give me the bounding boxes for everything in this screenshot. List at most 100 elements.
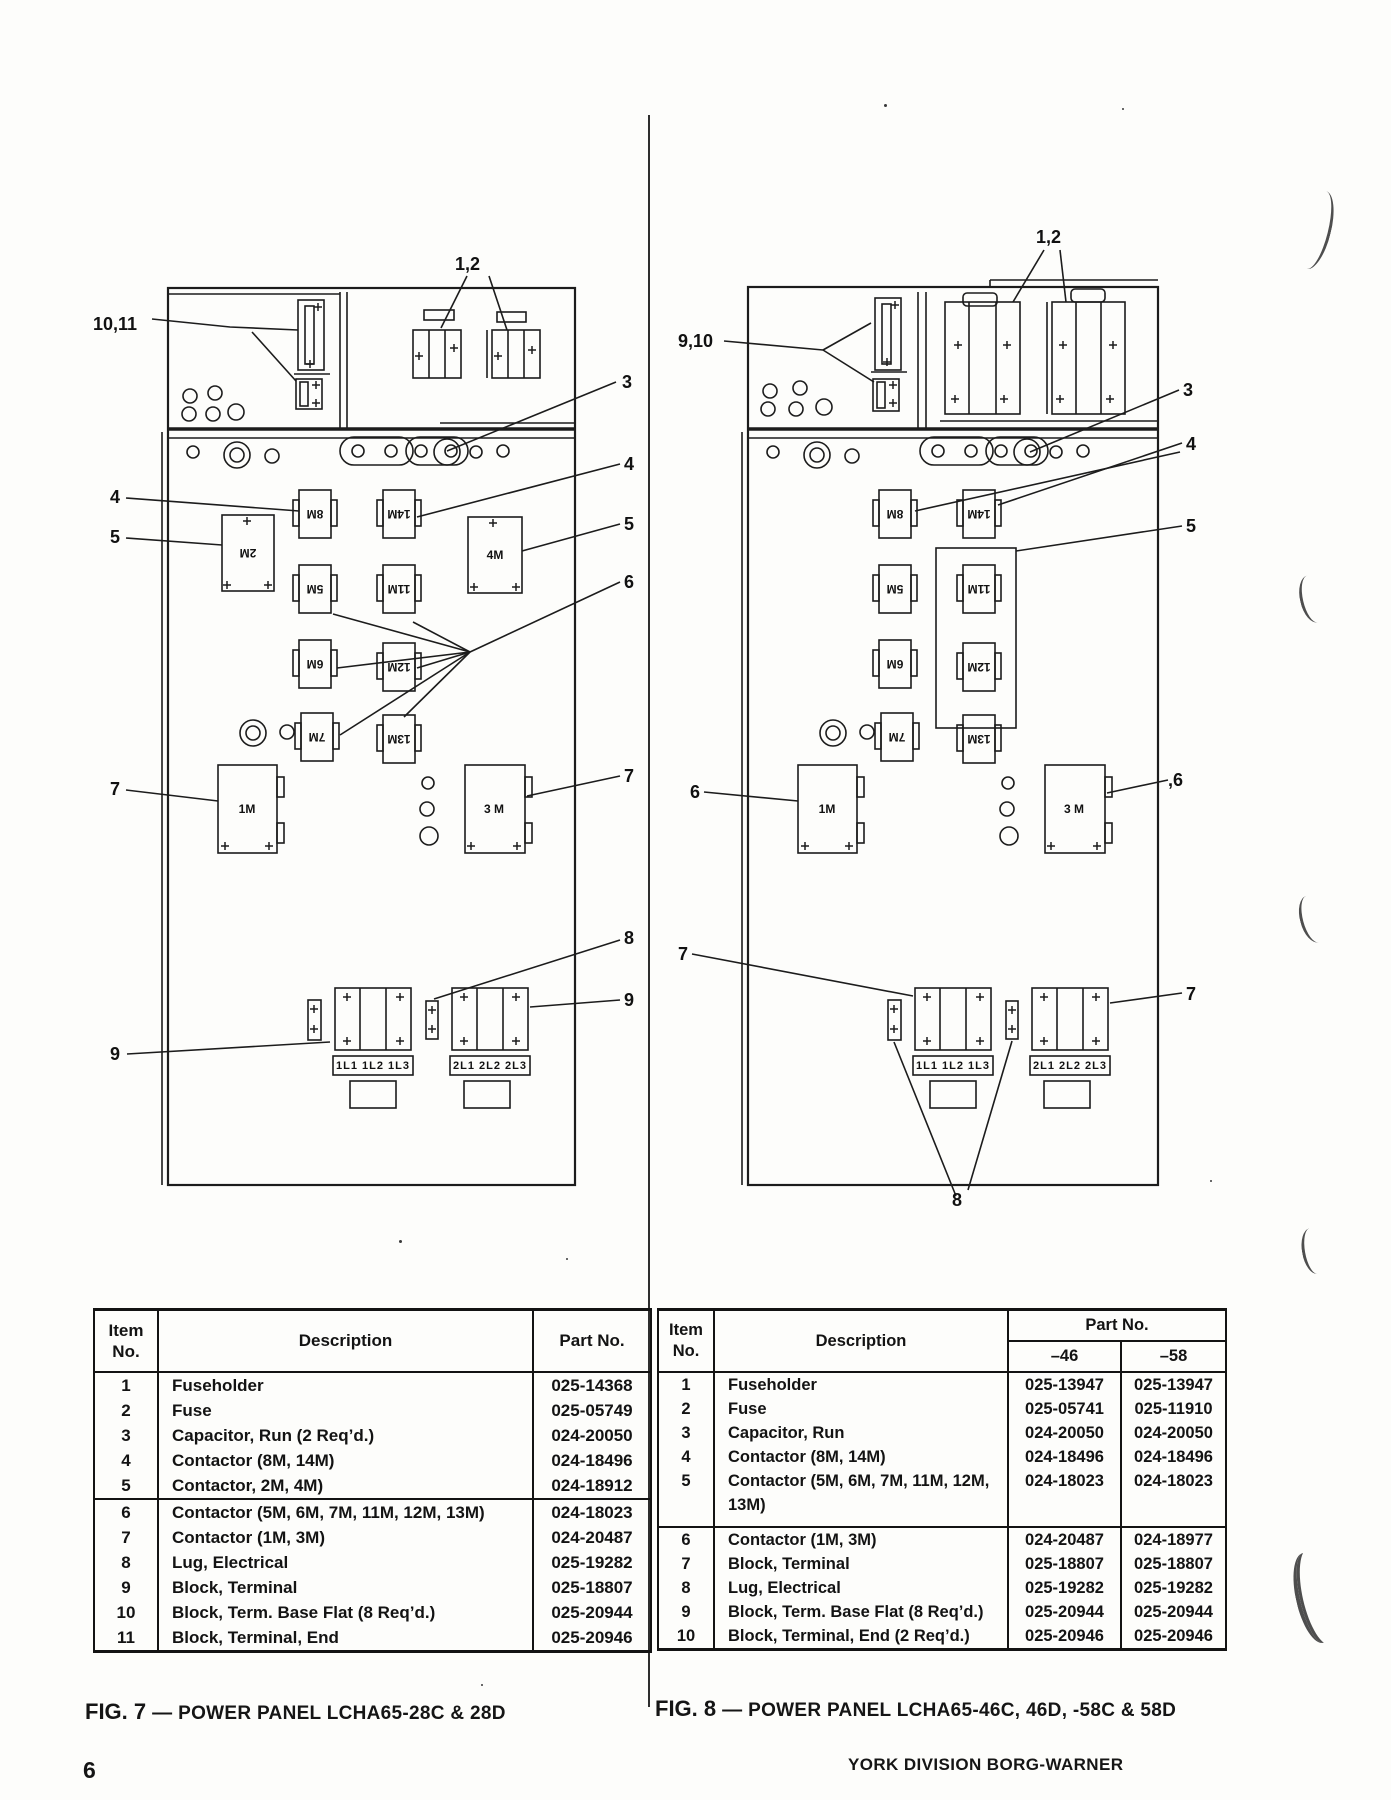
cell-part-no: 025-14368 xyxy=(551,1376,633,1395)
contactor-label: 13M xyxy=(967,732,990,746)
contactor-label: 5M xyxy=(887,582,904,596)
binder-mark xyxy=(1292,187,1341,273)
fig7-contactor-14m: 14M xyxy=(376,489,422,539)
callout-9-10: 9,10 xyxy=(678,331,713,351)
contactor-label: 7M xyxy=(889,730,906,744)
table-row: 6 Contactor (1M, 3M) 024-20487 024-18977 xyxy=(658,1526,1227,1552)
fig7-contactor-5m: 5M xyxy=(292,564,338,614)
table-row: 1 Fuseholder 025-14368 xyxy=(94,1372,651,1398)
cell-item-no: 1 xyxy=(658,1372,715,1397)
fig8-contactor-7m: 7M xyxy=(874,712,920,762)
fig8-caption-title: POWER PANEL LCHA65-46C, 46D, -58C & 58D xyxy=(748,1700,1177,1721)
fig8-caption-label: FIG. 8 xyxy=(655,1696,717,1721)
table-row: 3 Capacitor, Run (2 Req’d.) 024-20050 xyxy=(94,1423,651,1448)
fig8-contactor-3m: 3 M xyxy=(1044,764,1113,854)
cell-item-no: 10 xyxy=(94,1600,159,1625)
callout-4: 4 xyxy=(110,487,120,507)
fig8-lug-1 xyxy=(887,999,902,1041)
table-row: 3 Capacitor, Run 024-20050 024-20050 xyxy=(658,1421,1226,1445)
fig7-terminal-block-2: 2L1 2L2 2L3 xyxy=(449,987,531,1109)
fig8-lug-2 xyxy=(1005,1000,1019,1040)
header-item-line2: No. xyxy=(112,1342,140,1361)
fig8-fuse-blocks xyxy=(944,288,1126,415)
cell-part-no-46: 024-20487 xyxy=(1008,1526,1122,1552)
cell-item-no: 2 xyxy=(94,1398,159,1423)
cell-description: Block, Terminal xyxy=(158,1575,534,1600)
table-row: 8 Lug, Electrical 025-19282 xyxy=(94,1550,651,1575)
cell-part-no-58: 024-18023 xyxy=(1134,1472,1213,1490)
fig8-contactor-group-box xyxy=(935,547,1017,729)
contactor-label: 12M xyxy=(387,660,410,674)
contactor-label: 8M xyxy=(887,507,904,521)
fig7-contactor-2m: 2M xyxy=(221,514,275,592)
contactor-label: 1M xyxy=(239,802,256,816)
fig7-parts-table: Item No. Description Part No. 1 Fusehold… xyxy=(93,1308,652,1653)
scan-speck xyxy=(566,1258,568,1260)
cell-description: Fuseholder xyxy=(714,1372,1009,1397)
fig8-diagram: 8M 14M 5M 11M 6M 12M 7M 13M 1M 3 M xyxy=(678,227,1196,1210)
contactor-label: 6M xyxy=(307,657,324,671)
cell-part-no-46: 025-13947 xyxy=(1008,1372,1122,1397)
binder-mark xyxy=(1294,572,1331,626)
callout-9: 9 xyxy=(624,990,634,1010)
table-row: 10 Block, Terminal, End (2 Req’d.) 025-2… xyxy=(658,1624,1226,1650)
terminal-label: 1L1 1L2 1L3 xyxy=(336,1060,410,1072)
cell-part-no-58: 024-18496 xyxy=(1134,1448,1213,1466)
table-row: 6 Contactor (5M, 6M, 7M, 11M, 12M, 13M) … xyxy=(94,1498,651,1525)
callout-8: 8 xyxy=(952,1190,962,1210)
cell-description: Contactor (1M, 3M) xyxy=(714,1526,1009,1552)
cell-description: Fuseholder xyxy=(158,1372,534,1398)
column-header-46: –46 xyxy=(1008,1341,1122,1373)
table-row: 8 Lug, Electrical 025-19282 025-19282 xyxy=(658,1576,1226,1600)
header-item-line2: No. xyxy=(672,1342,700,1360)
cell-part-no-46: 024-18023 xyxy=(1008,1469,1122,1527)
cell-part-no: 025-05749 xyxy=(551,1401,633,1420)
cell-part-no-46: 025-20946 xyxy=(1008,1624,1122,1650)
fig8-panel-holes xyxy=(766,438,1090,747)
header-item-line1: Item xyxy=(108,1320,144,1340)
fig8-run-capacitors xyxy=(919,436,1049,466)
table-row: 5 Contactor (5M, 6M, 7M, 11M, 12M, 13M) … xyxy=(658,1469,1226,1527)
contactor-label: 3 M xyxy=(484,802,504,816)
cell-item-no: 8 xyxy=(658,1576,715,1600)
cell-item-no: 3 xyxy=(658,1421,715,1445)
cell-description: Contactor (8M, 14M) xyxy=(714,1445,1009,1469)
cell-item-no: 6 xyxy=(658,1526,715,1552)
callout-3: 3 xyxy=(622,372,632,392)
table-row: 5 Contactor, 2M, 4M) 024-18912 xyxy=(94,1473,651,1499)
cell-description: Block, Terminal xyxy=(714,1552,1009,1576)
fig8-contactor-11m: 11M xyxy=(956,564,1002,614)
scan-speck xyxy=(481,1684,483,1686)
cell-part-no: 024-20487 xyxy=(551,1528,633,1547)
callout-10-11: 10,11 xyxy=(93,314,137,334)
callout-6: 6 xyxy=(690,782,700,802)
column-header-item: Item No. xyxy=(94,1309,159,1373)
contactor-label: 11M xyxy=(968,582,991,596)
cell-part-no: 025-20944 xyxy=(551,1603,633,1622)
cell-part-no-46: 025-05741 xyxy=(1008,1397,1122,1421)
cell-part-no-58: 025-20944 xyxy=(1134,1603,1213,1621)
cell-part-no-58: 025-18807 xyxy=(1134,1555,1213,1573)
contactor-label: 14M xyxy=(967,507,990,521)
callout-7: 7 xyxy=(110,779,120,799)
caption-dash: — xyxy=(722,1699,743,1721)
fig8-panel-outline xyxy=(741,279,1160,1187)
cell-part-no: 025-18807 xyxy=(551,1578,633,1597)
callout-6: ,6 xyxy=(1168,770,1183,790)
table-row: 10 Block, Term. Base Flat (8 Req’d.) 025… xyxy=(94,1600,651,1625)
column-header-part: Part No. xyxy=(533,1309,651,1373)
cell-description: Lug, Electrical xyxy=(714,1576,1009,1600)
contactor-label: 6M xyxy=(887,657,904,671)
fig8-contactor-5m: 5M xyxy=(872,564,918,614)
callout-1-2: 1,2 xyxy=(1036,227,1061,247)
callout-7: 7 xyxy=(1186,984,1196,1004)
cell-description: Contactor, 2M, 4M) xyxy=(158,1473,534,1499)
cell-description: Contactor (5M, 6M, 7M, 11M, 12M, 13M) xyxy=(158,1498,534,1525)
callout-1-2: 1,2 xyxy=(455,254,480,274)
fig7-lug-2 xyxy=(425,1000,439,1040)
cell-part-no-46: 025-20944 xyxy=(1008,1600,1122,1624)
cell-item-no: 4 xyxy=(658,1445,715,1469)
fig7-contactor-12m: 12M xyxy=(376,642,422,692)
fig7-contactor-1m: 1M xyxy=(217,764,285,854)
fig7-panel-holes xyxy=(186,438,510,747)
